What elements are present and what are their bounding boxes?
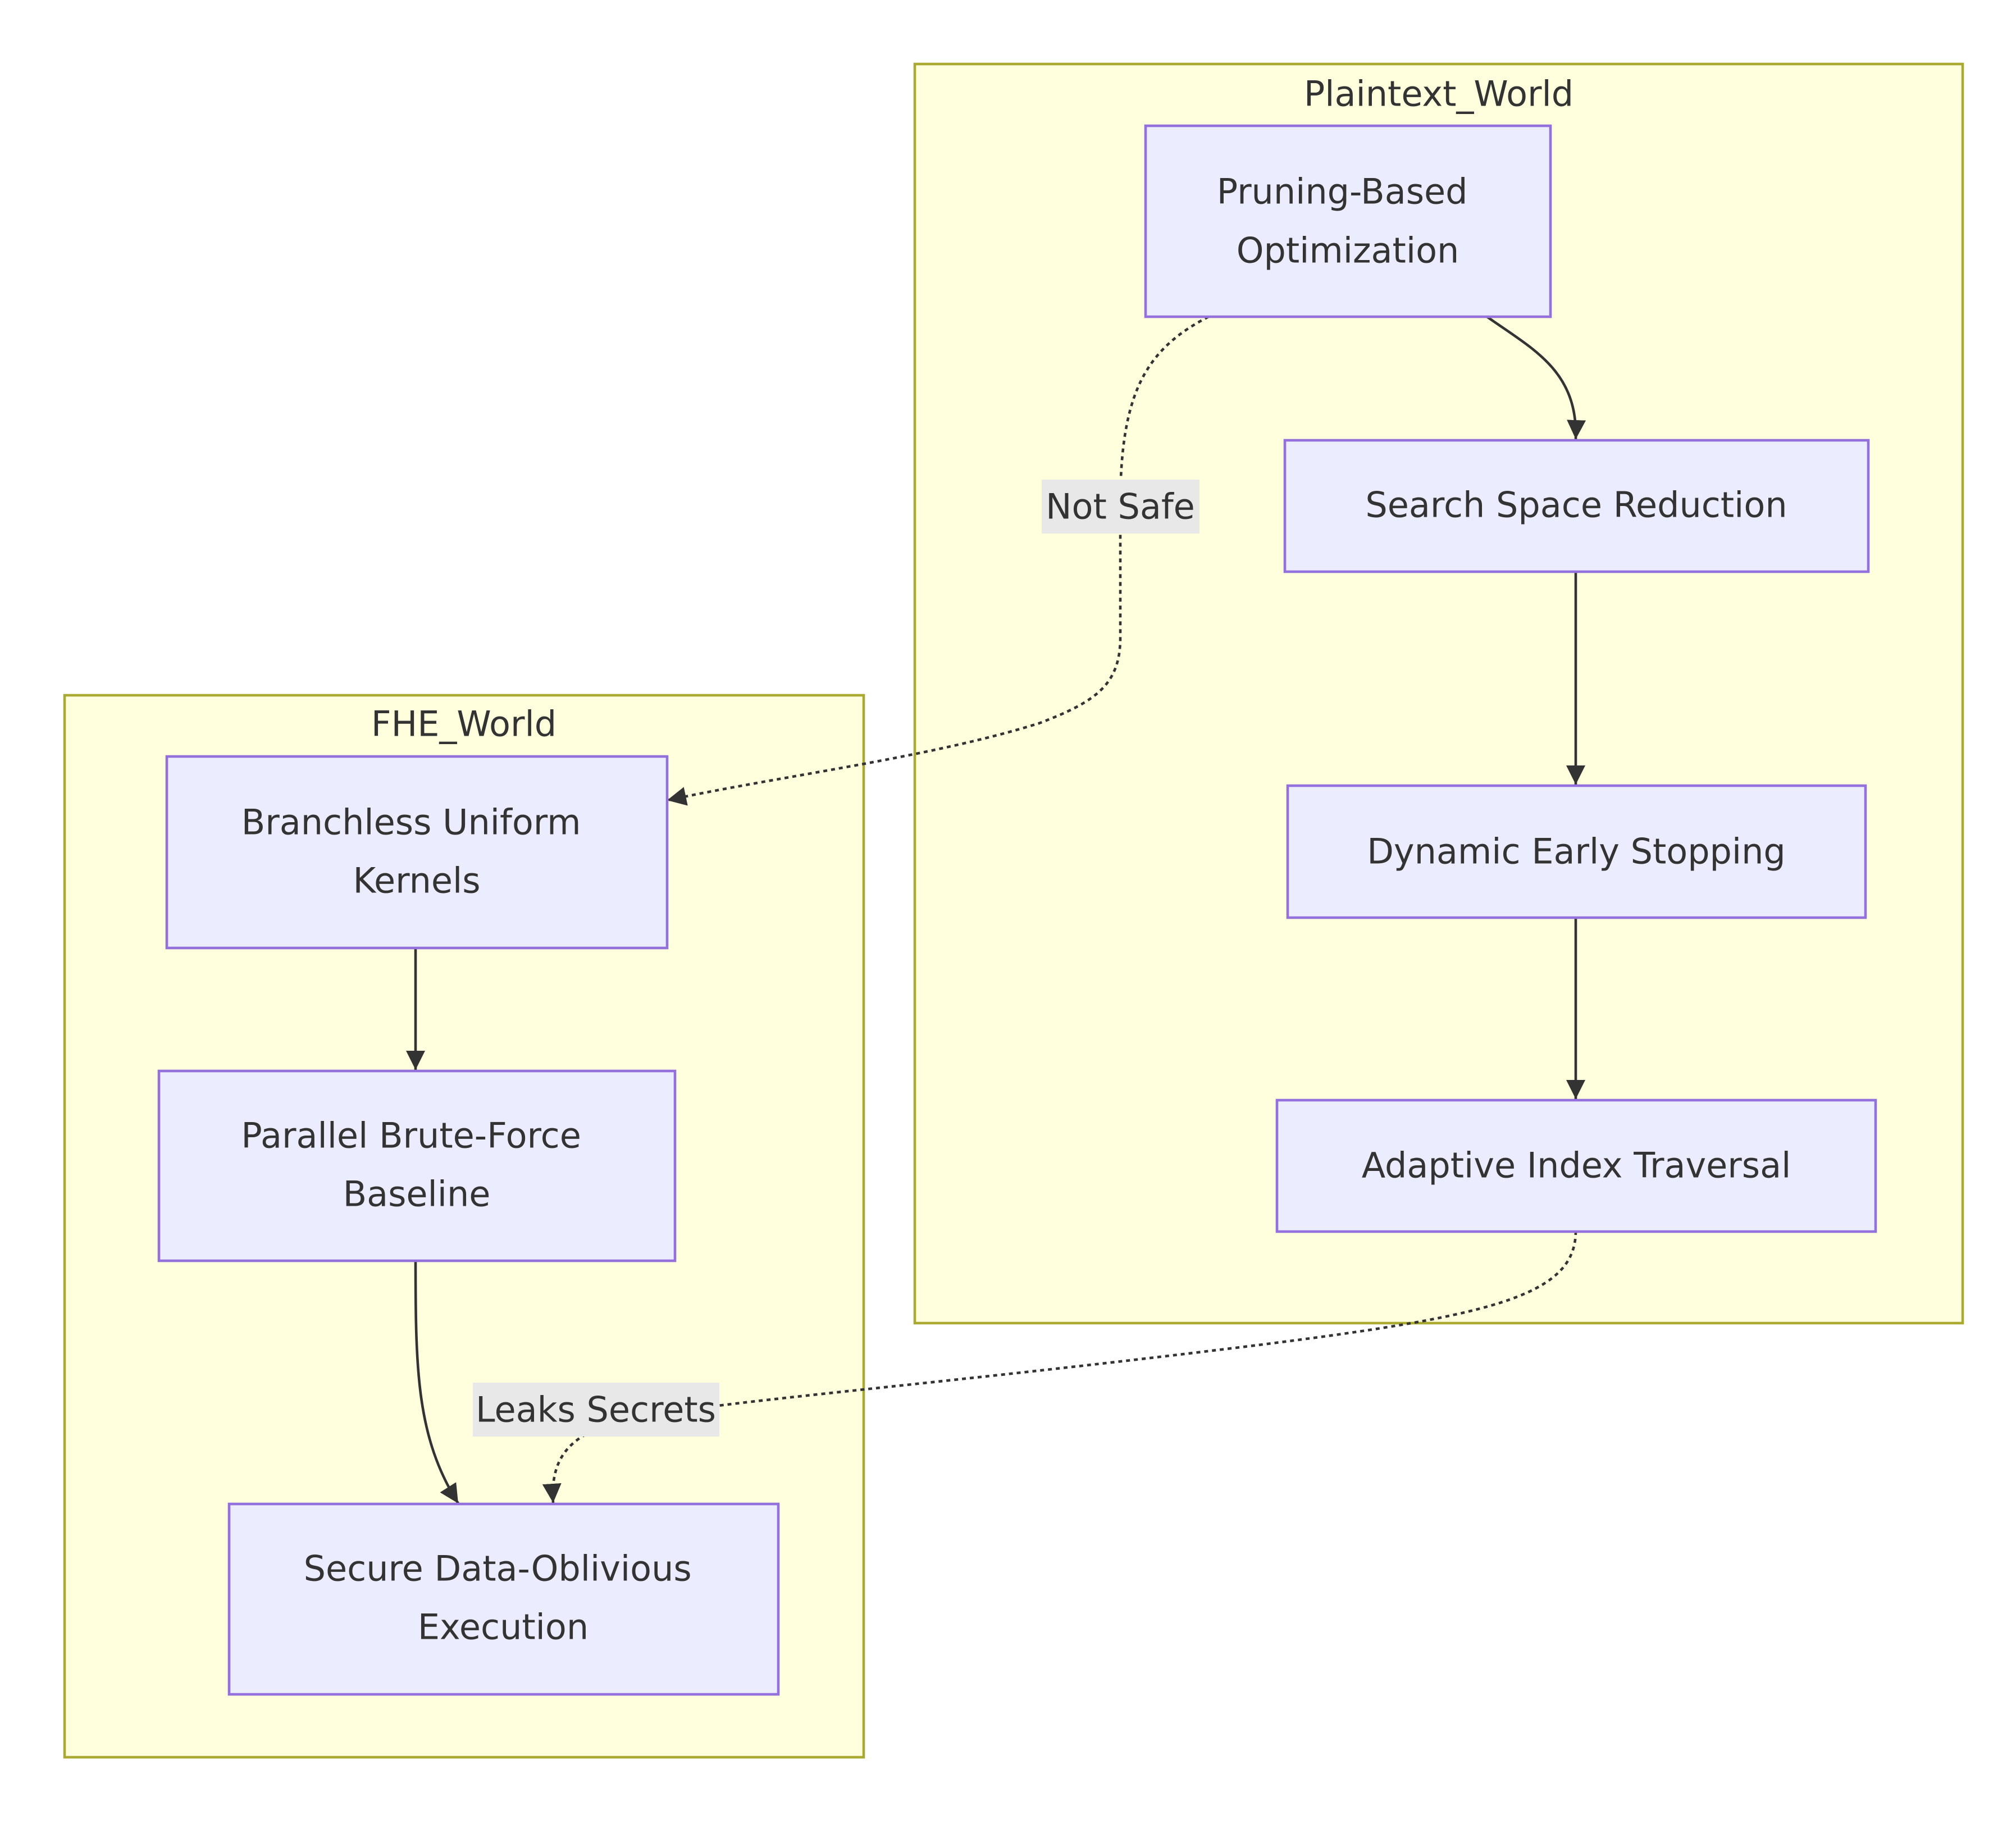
edge-label-not-safe-text: Not Safe (1046, 486, 1195, 527)
node-pruning-line2: Optimization (1237, 230, 1459, 271)
edge-pruning-to-search-space (1486, 316, 1586, 440)
cluster-plaintext-world-label: Plaintext_World (1304, 74, 1573, 115)
node-branchless-line1: Branchless Uniform (241, 802, 581, 843)
node-pruning-line1: Pruning-Based (1217, 171, 1468, 212)
node-brute-force-line2: Baseline (343, 1174, 491, 1215)
node-pruning-based-optimization[interactable]: Pruning-Based Optimization (1144, 124, 1552, 318)
node-secure-exec-line1: Secure Data-Oblivious (304, 1548, 692, 1589)
node-branchless-uniform-kernels[interactable]: Branchless Uniform Kernels (165, 755, 669, 950)
node-brute-force-label: Parallel Brute-Force Baseline (241, 1103, 592, 1215)
node-secure-exec-line2: Execution (418, 1607, 589, 1648)
node-pruning-label: Pruning-Based Optimization (1217, 159, 1479, 271)
cluster-fhe-world-label: FHE_World (371, 704, 557, 745)
node-branchless-line2: Kernels (353, 860, 480, 901)
node-parallel-brute-force-baseline[interactable]: Parallel Brute-Force Baseline (157, 1069, 677, 1262)
edge-brute-force-to-secure-exec (414, 1260, 459, 1505)
node-search-space-reduction[interactable]: Search Space Reduction (1283, 439, 1870, 573)
node-adaptive-index-label: Adaptive Index Traversal (1362, 1145, 1791, 1186)
edge-label-leaks-secrets-text: Leaks Secrets (476, 1389, 716, 1430)
node-secure-exec-label: Secure Data-Oblivious Execution (304, 1536, 703, 1648)
node-early-stopping-label: Dynamic Early Stopping (1367, 831, 1786, 872)
edge-pruning-to-branchless-not-safe (667, 315, 1210, 806)
node-search-space-label: Search Space Reduction (1365, 485, 1787, 526)
node-adaptive-index-traversal[interactable]: Adaptive Index Traversal (1275, 1098, 1877, 1233)
edge-label-leaks-secrets: Leaks Secrets (473, 1383, 719, 1437)
node-secure-data-oblivious-execution[interactable]: Secure Data-Oblivious Execution (227, 1502, 780, 1696)
node-dynamic-early-stopping[interactable]: Dynamic Early Stopping (1286, 784, 1867, 919)
node-brute-force-line1: Parallel Brute-Force (241, 1115, 581, 1156)
edge-label-not-safe: Not Safe (1042, 480, 1199, 534)
node-branchless-label: Branchless Uniform Kernels (241, 790, 592, 901)
